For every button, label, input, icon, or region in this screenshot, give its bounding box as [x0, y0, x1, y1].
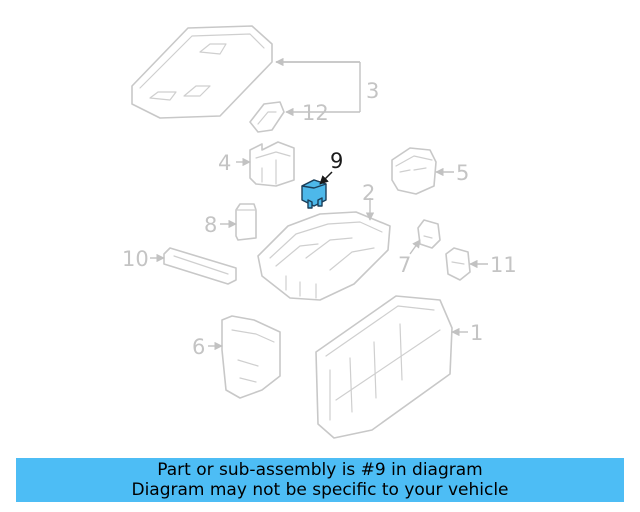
callout-3: 3: [366, 79, 379, 103]
callout-8: 8: [204, 213, 217, 237]
info-banner: Part or sub-assembly is #9 in diagram Di…: [16, 458, 624, 502]
part-8-fuse: [235, 203, 257, 241]
part-6-bracket: [221, 315, 281, 399]
leader-9: [319, 171, 333, 185]
part-5-relay-block: [391, 147, 437, 195]
part-10-strip: [163, 247, 237, 285]
callout-2: 2: [362, 181, 375, 205]
part-7-relay: [417, 219, 441, 249]
banner-line-2: Diagram may not be specific to your vehi…: [131, 480, 509, 500]
callout-12: 12: [302, 101, 329, 125]
callout-11: 11: [490, 253, 517, 277]
callout-1: 1: [470, 321, 483, 345]
callout-7: 7: [398, 253, 411, 277]
banner-line-1: Part or sub-assembly is #9 in diagram: [157, 460, 483, 480]
part-9-highlighted-fuse: [301, 179, 327, 209]
part-3-cover: [131, 25, 273, 119]
part-1-tray: [315, 295, 453, 439]
part-4-bracket: [249, 141, 295, 187]
callout-6: 6: [192, 335, 205, 359]
part-12-clip: [249, 101, 285, 133]
leader-7: [409, 239, 421, 255]
callout-4: 4: [218, 151, 231, 175]
callout-10: 10: [122, 247, 149, 271]
part-2-fuse-block: [257, 211, 391, 301]
parts-diagram: 1 2 3 4 5 6 7 8 9 10 11 12: [122, 25, 517, 439]
callout-9: 9: [330, 149, 343, 173]
part-11-relay: [445, 247, 471, 281]
callout-5: 5: [456, 161, 469, 185]
